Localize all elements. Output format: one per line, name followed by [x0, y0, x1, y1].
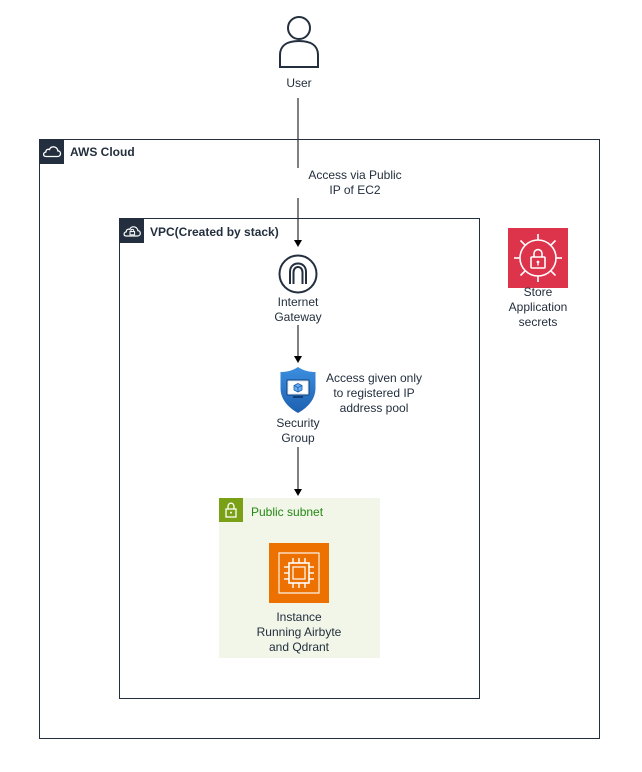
security-note: Access given only to registered IP addre…: [318, 371, 430, 416]
vpc-group: [119, 218, 480, 699]
edge-label-line1: Access via Public: [308, 168, 402, 182]
public-subnet-title: Public subnet: [251, 505, 324, 519]
secrets-manager-label-line3: secrets: [518, 315, 558, 329]
internet-gateway-label: Internet Gateway: [258, 295, 338, 325]
ec2-instance-icon: [269, 543, 329, 603]
security-group-icon: [279, 366, 317, 414]
secrets-manager-label-line1: Store: [523, 285, 553, 299]
ec2-instance-label-line1: Instance: [276, 610, 322, 624]
cloud-icon: [40, 140, 64, 164]
ec2-instance-label-line3: and Qdrant: [268, 640, 330, 654]
subnet-lock-icon: [219, 498, 243, 522]
security-group-label-line1: Security: [276, 416, 320, 430]
security-note-line2: to registered IP: [333, 386, 415, 400]
edge-label-line2: IP of EC2: [329, 183, 381, 197]
aws-cloud-title: AWS Cloud: [70, 145, 135, 159]
security-note-line3: address pool: [339, 401, 409, 415]
secrets-manager-icon: [508, 228, 568, 288]
secrets-manager-label-line2: Application: [508, 300, 568, 314]
security-group-label-line2: Group: [281, 431, 315, 445]
user-label: User: [286, 76, 312, 90]
aws-cloud-group: [39, 139, 600, 739]
internet-gateway-label-line2: Gateway: [274, 310, 322, 324]
edge-label-public-access: Access via Public IP of EC2: [296, 168, 414, 198]
internet-gateway-label-line1: Internet: [277, 295, 319, 309]
security-note-line1: Access given only: [325, 371, 423, 385]
internet-gateway-icon: [278, 254, 318, 294]
ec2-instance-label-line2: Running Airbyte: [256, 625, 342, 639]
vpc-title: VPC(Created by stack): [150, 225, 279, 239]
secrets-manager-label: Store Application secrets: [493, 285, 583, 330]
vpc-icon: [120, 219, 144, 243]
security-group-label: Security Group: [258, 416, 338, 446]
user-icon: [278, 15, 320, 69]
ec2-instance-label: Instance Running Airbyte and Qdrant: [239, 610, 359, 655]
